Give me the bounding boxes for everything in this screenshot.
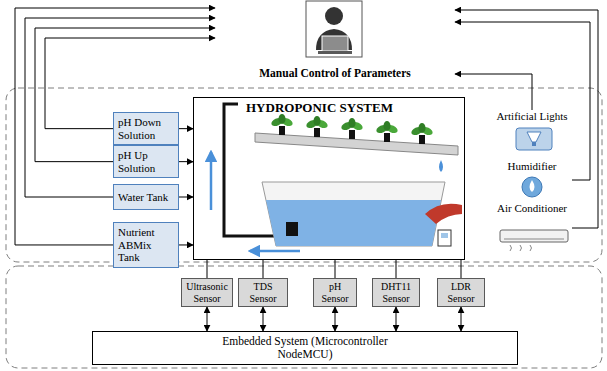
supply-tank: pH Down Solution — [113, 112, 179, 145]
connector-arrow — [179, 197, 193, 198]
node-label: Artificial Lights — [496, 110, 567, 123]
node-label: Air Conditioner — [497, 202, 567, 215]
node-label: pH Up Solution — [118, 149, 174, 174]
node-label: LDR Sensor — [440, 281, 482, 304]
node-label: pH Sensor — [316, 281, 354, 304]
connector-arrow — [396, 260, 397, 278]
node-label: Water Tank — [118, 191, 174, 204]
illustration-part — [441, 233, 448, 238]
sensor-box: DHT11 Sensor — [372, 278, 420, 307]
connector-arrow — [207, 307, 208, 331]
connector-arrow — [25, 18, 215, 197]
node-label: Embedded System (Microcontroller NodeMCU… — [220, 335, 390, 361]
illustration-part — [286, 222, 298, 236]
connector-arrow — [455, 10, 598, 228]
node-label: Humidifier — [508, 160, 557, 173]
connector-arrow — [455, 74, 532, 110]
lower-region — [6, 266, 602, 368]
illustration-part — [255, 133, 458, 155]
system-box: HYDROPONIC SYSTEM — [193, 97, 465, 260]
air-conditioner-icon — [500, 230, 568, 251]
node-label: Manual Control of Parameters — [259, 67, 411, 82]
controller-box: Embedded System (Microcontroller NodeMCU… — [92, 331, 518, 365]
illustration-part — [375, 121, 399, 142]
upper-region — [6, 88, 602, 262]
supply-tank: pH Up Solution — [113, 145, 179, 178]
device-node: Humidifier — [492, 160, 572, 200]
sensor-box: TDS Sensor — [238, 278, 288, 307]
illustration-part — [438, 230, 451, 246]
illustration-part — [516, 128, 552, 150]
sensor-box: Ultrasonic Sensor — [181, 278, 233, 307]
supply-tank: Water Tank — [113, 184, 179, 210]
node-label: pH Down Solution — [118, 116, 174, 141]
device-node: Air Conditioner — [492, 202, 572, 254]
sensor-box: LDR Sensor — [437, 278, 485, 307]
node-label: Ultrasonic Sensor — [184, 281, 230, 304]
connector-arrow — [396, 307, 397, 331]
illustration-part — [532, 142, 536, 146]
illustration-part — [325, 7, 343, 25]
illustration-part — [530, 180, 535, 192]
node-label: HYDROPONIC SYSTEM — [246, 101, 464, 116]
illustration-part — [305, 116, 329, 137]
user-icon — [306, 1, 362, 57]
connector-arrow — [179, 128, 193, 129]
illustration-part — [500, 230, 568, 242]
connector-arrow — [461, 260, 462, 278]
illustration-part — [504, 239, 564, 240]
sensor-box: pH Sensor — [313, 278, 357, 307]
illustration-part — [522, 177, 542, 197]
illustration-part — [270, 114, 294, 135]
connector-arrow — [335, 307, 336, 331]
illustration-part — [316, 29, 352, 50]
illustration-part — [425, 204, 462, 224]
connector-arrow — [461, 307, 462, 331]
illustration-part — [527, 132, 541, 142]
illustration-part — [262, 182, 445, 246]
illustration-part — [250, 250, 300, 253]
connector-arrow — [15, 8, 215, 245]
hydroponic-illustration — [211, 104, 462, 251]
illustration-part — [318, 51, 352, 54]
illustration-part — [510, 245, 532, 251]
illustration-part — [410, 123, 434, 144]
connector-arrow — [179, 244, 193, 245]
illustration-part — [322, 36, 348, 51]
node-label: Nutrient ABMix Tank — [118, 226, 174, 264]
light-icon — [516, 128, 552, 150]
connector-arrow — [335, 260, 336, 278]
connector-arrow — [263, 260, 264, 278]
node-label: TDS Sensor — [241, 281, 285, 304]
node-label: DHT11 Sensor — [375, 281, 417, 304]
illustration-part — [210, 152, 213, 210]
supply-tank: Nutrient ABMix Tank — [113, 222, 179, 268]
connector-arrow — [35, 28, 215, 162]
illustration-part — [340, 118, 364, 139]
humidifier-icon — [522, 177, 542, 197]
illustration-part — [266, 200, 441, 246]
device-node: Artificial Lights — [492, 110, 572, 154]
connector-arrow — [207, 260, 208, 278]
connector-arrow — [263, 307, 264, 331]
connector-arrow — [179, 161, 193, 162]
connector-arrow — [455, 22, 590, 180]
user-node: Manual Control of Parameters — [215, 0, 455, 82]
illustration-part — [306, 1, 362, 57]
illustration-part — [439, 160, 443, 172]
